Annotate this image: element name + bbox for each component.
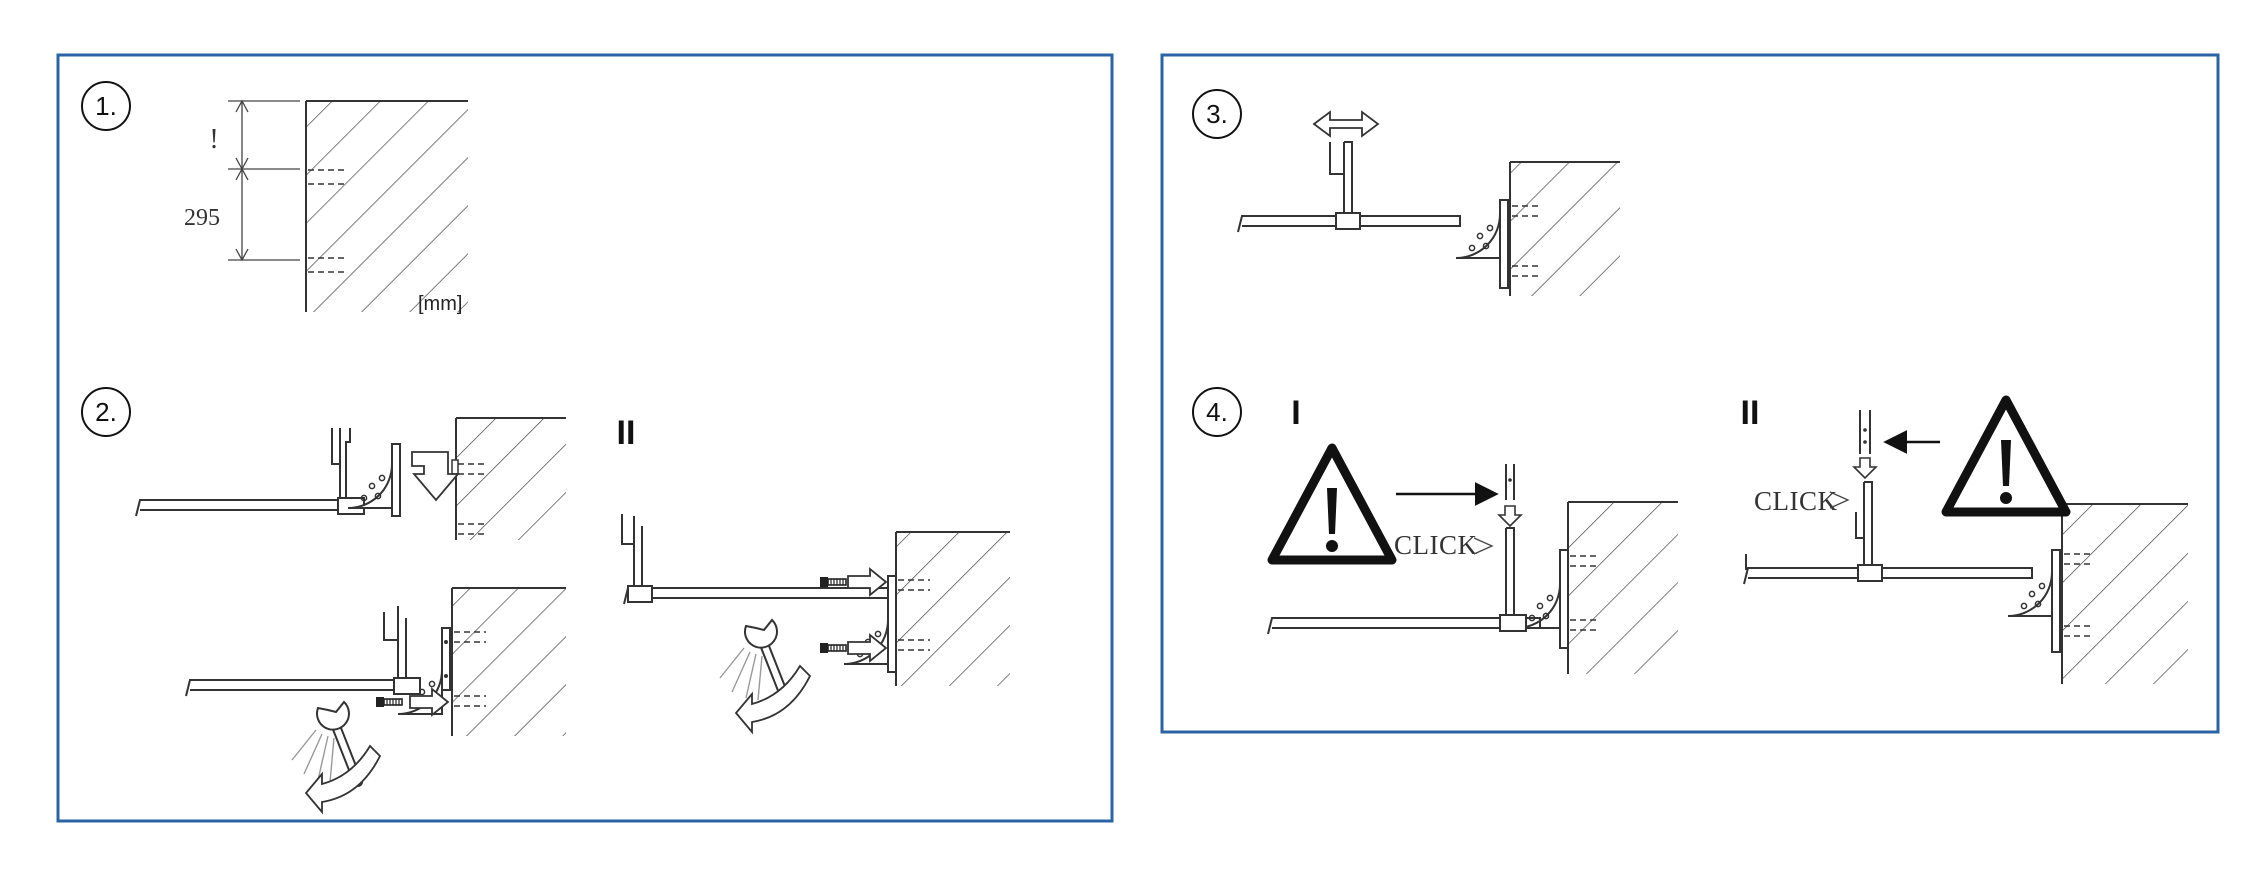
step-1-badge xyxy=(81,81,131,131)
dimension-top-label: ! xyxy=(209,124,218,155)
step-2-ii-illustration xyxy=(621,514,1010,733)
panel-right: 3. 4. I II xyxy=(1160,53,2220,734)
bracket-icon xyxy=(391,443,401,517)
dimension-lines xyxy=(228,99,300,262)
step-4-number: 4. xyxy=(1206,397,1228,427)
arrow-icon xyxy=(411,451,460,502)
step-3: 3. xyxy=(1192,89,1620,296)
step-1: 1. ! 295 [mm] xyxy=(81,81,468,315)
step-4-i-illustration: CLICK xyxy=(1267,448,1678,674)
step-1-number: 1. xyxy=(95,91,117,121)
screw-icon xyxy=(375,696,403,708)
screw-icon xyxy=(819,576,847,588)
step-4-badge xyxy=(1192,387,1242,437)
click-label-2: CLICK xyxy=(1754,486,1838,516)
wall-1 xyxy=(305,100,468,312)
step-2-variant-label: II xyxy=(617,414,636,452)
dimension-295-label: 295 xyxy=(184,205,220,231)
step-2-number: 2. xyxy=(95,397,117,427)
step-4: 4. I II xyxy=(1192,387,2188,684)
arrow-icon xyxy=(1312,110,1380,138)
panel-left: 1. ! 295 [mm] xyxy=(56,53,1114,823)
step-2b-illustration xyxy=(185,587,566,813)
step-4-variant-2-label: II xyxy=(1741,394,1760,432)
unit-label: [mm] xyxy=(418,293,462,315)
screw-icon xyxy=(819,642,847,654)
step-2: 2. II xyxy=(81,387,1010,813)
click-label-1: CLICK xyxy=(1394,530,1478,560)
step-3-number: 3. xyxy=(1206,99,1228,129)
step-4-ii-illustration: CLICK xyxy=(1743,400,2188,684)
step-4-variant-1-label: I xyxy=(1291,394,1300,432)
step-3-badge xyxy=(1192,89,1242,139)
step-2a-illustration xyxy=(135,417,566,540)
step-3-illustration xyxy=(1237,110,1620,296)
step-2-badge xyxy=(81,387,131,437)
